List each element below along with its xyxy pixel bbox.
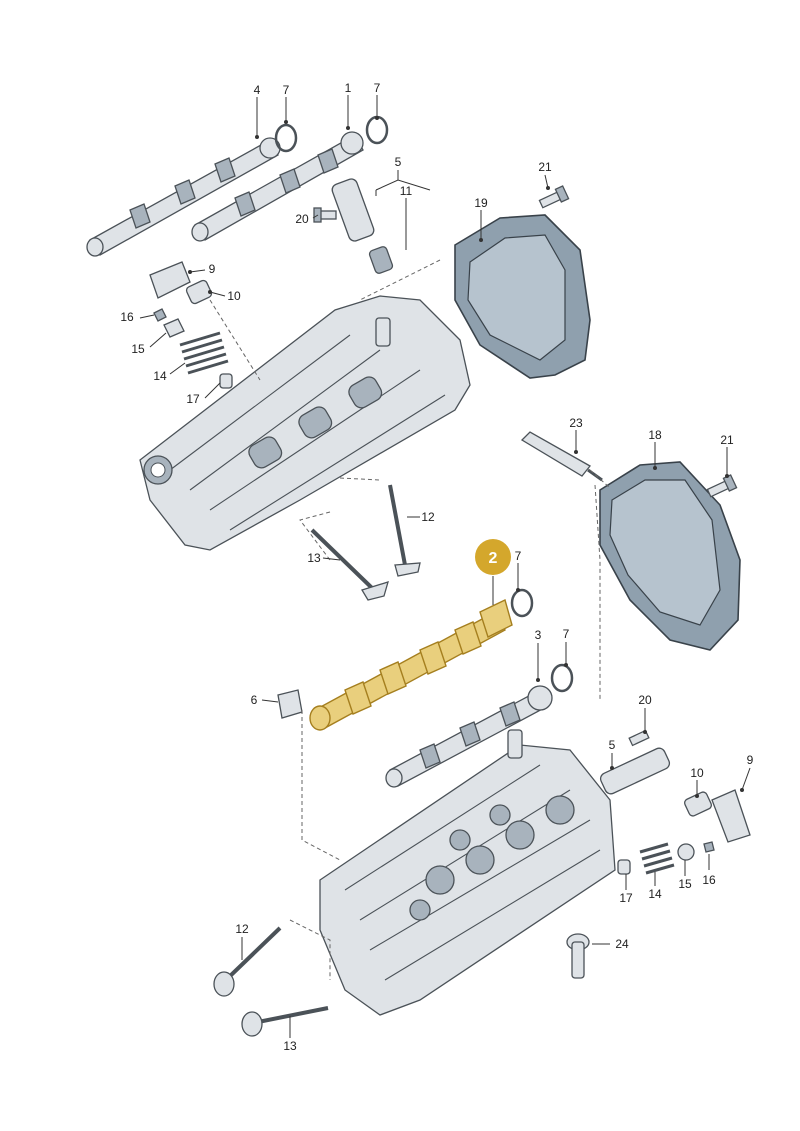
sealant-tube-23: [520, 431, 603, 482]
valve-spring-14-upper: [179, 331, 229, 375]
callout-5: 5: [609, 738, 616, 752]
callout-7: 7: [283, 83, 290, 97]
callout-21: 21: [720, 433, 734, 447]
valve-cotter-16-lower: [703, 841, 715, 853]
callout-19: 19: [474, 196, 488, 210]
hydraulic-lifter-10-upper: [185, 279, 213, 305]
sealing-plug-24: [566, 933, 590, 979]
hydraulic-lifter-10-lower: [683, 791, 713, 817]
roller-rocker-9-upper: [149, 261, 191, 299]
valve-spring-14-lower: [639, 842, 675, 875]
highlight-badge-2: [475, 539, 511, 575]
callout-14: 14: [648, 887, 662, 901]
camshaft-adjuster-valve-5-upper: [331, 178, 394, 274]
seal-ring-7-middle: [510, 588, 534, 618]
callout-12: 12: [421, 510, 435, 524]
callout-11: 11: [400, 184, 413, 198]
callout-9: 9: [209, 262, 216, 276]
camshaft-3: [385, 685, 553, 788]
intake-valve-12-lower: [213, 926, 282, 997]
seal-ring-7-upper-left: [274, 123, 298, 153]
callout-16: 16: [120, 310, 134, 324]
callout-15: 15: [678, 877, 692, 891]
valve-stem-seal-17-upper: [219, 373, 233, 389]
callout-6: 6: [251, 693, 258, 707]
callout-7: 7: [563, 627, 570, 641]
callout-labels: 4 7 1 7 5 11 20 21 19 9 10 16 15 14 17 2…: [120, 81, 753, 1053]
callout-18: 18: [648, 428, 662, 442]
callout-1: 1: [345, 81, 352, 95]
roller-rocker-9-lower: [711, 789, 751, 843]
callout-13: 13: [307, 551, 321, 565]
upper-cylinder-head: [139, 295, 471, 551]
highlight-badge-label: 2: [489, 550, 498, 567]
lower-cylinder-head: [319, 729, 616, 1016]
cylinder-head-cover-18: [599, 461, 741, 651]
bolt-20-lower: [628, 729, 650, 747]
callout-7: 7: [515, 549, 522, 563]
callout-4: 4: [254, 83, 261, 97]
callout-24: 24: [615, 937, 629, 951]
callout-5: 5: [395, 155, 402, 169]
callout-20: 20: [638, 693, 652, 707]
callout-12: 12: [235, 922, 249, 936]
callout-15: 15: [131, 342, 145, 356]
leader-endpoints: [188, 116, 744, 798]
callout-7: 7: [374, 81, 381, 95]
cylinder-head-cover-19: [454, 214, 591, 379]
callout-10: 10: [227, 289, 241, 303]
callout-23: 23: [569, 416, 583, 430]
spring-retainer-15-lower: [677, 843, 695, 861]
spring-retainer-15-upper: [163, 318, 185, 338]
callout-17: 17: [186, 392, 200, 406]
bushing-6: [277, 689, 303, 719]
bolt-21-lower: [706, 474, 738, 498]
callout-14: 14: [153, 369, 167, 383]
leader-lines: [139, 95, 751, 1038]
camshaft-4: [86, 137, 281, 257]
intake-valve-12-upper: [388, 484, 421, 577]
camshaft-2-highlighted: [309, 599, 513, 731]
callout-16: 16: [702, 873, 716, 887]
exhaust-valve-13-upper: [310, 528, 389, 601]
bolt-21-upper: [538, 185, 570, 209]
callout-9: 9: [747, 753, 754, 767]
assembly-guide-lines: [209, 259, 611, 980]
valve-stem-seal-17-lower: [617, 859, 631, 875]
callout-17: 17: [619, 891, 633, 905]
callout-20: 20: [295, 212, 309, 226]
valve-cotter-16-upper: [153, 308, 167, 322]
camshaft-1: [191, 131, 364, 242]
seal-ring-7-upper-right: [365, 115, 389, 145]
callout-3: 3: [535, 628, 542, 642]
callout-10: 10: [690, 766, 704, 780]
seal-ring-7-lower: [550, 663, 574, 693]
camshaft-adjuster-valve-5-lower: [599, 747, 671, 795]
callout-13: 13: [283, 1039, 297, 1053]
callout-21: 21: [538, 160, 552, 174]
exhaust-valve-13-lower: [241, 1006, 329, 1037]
